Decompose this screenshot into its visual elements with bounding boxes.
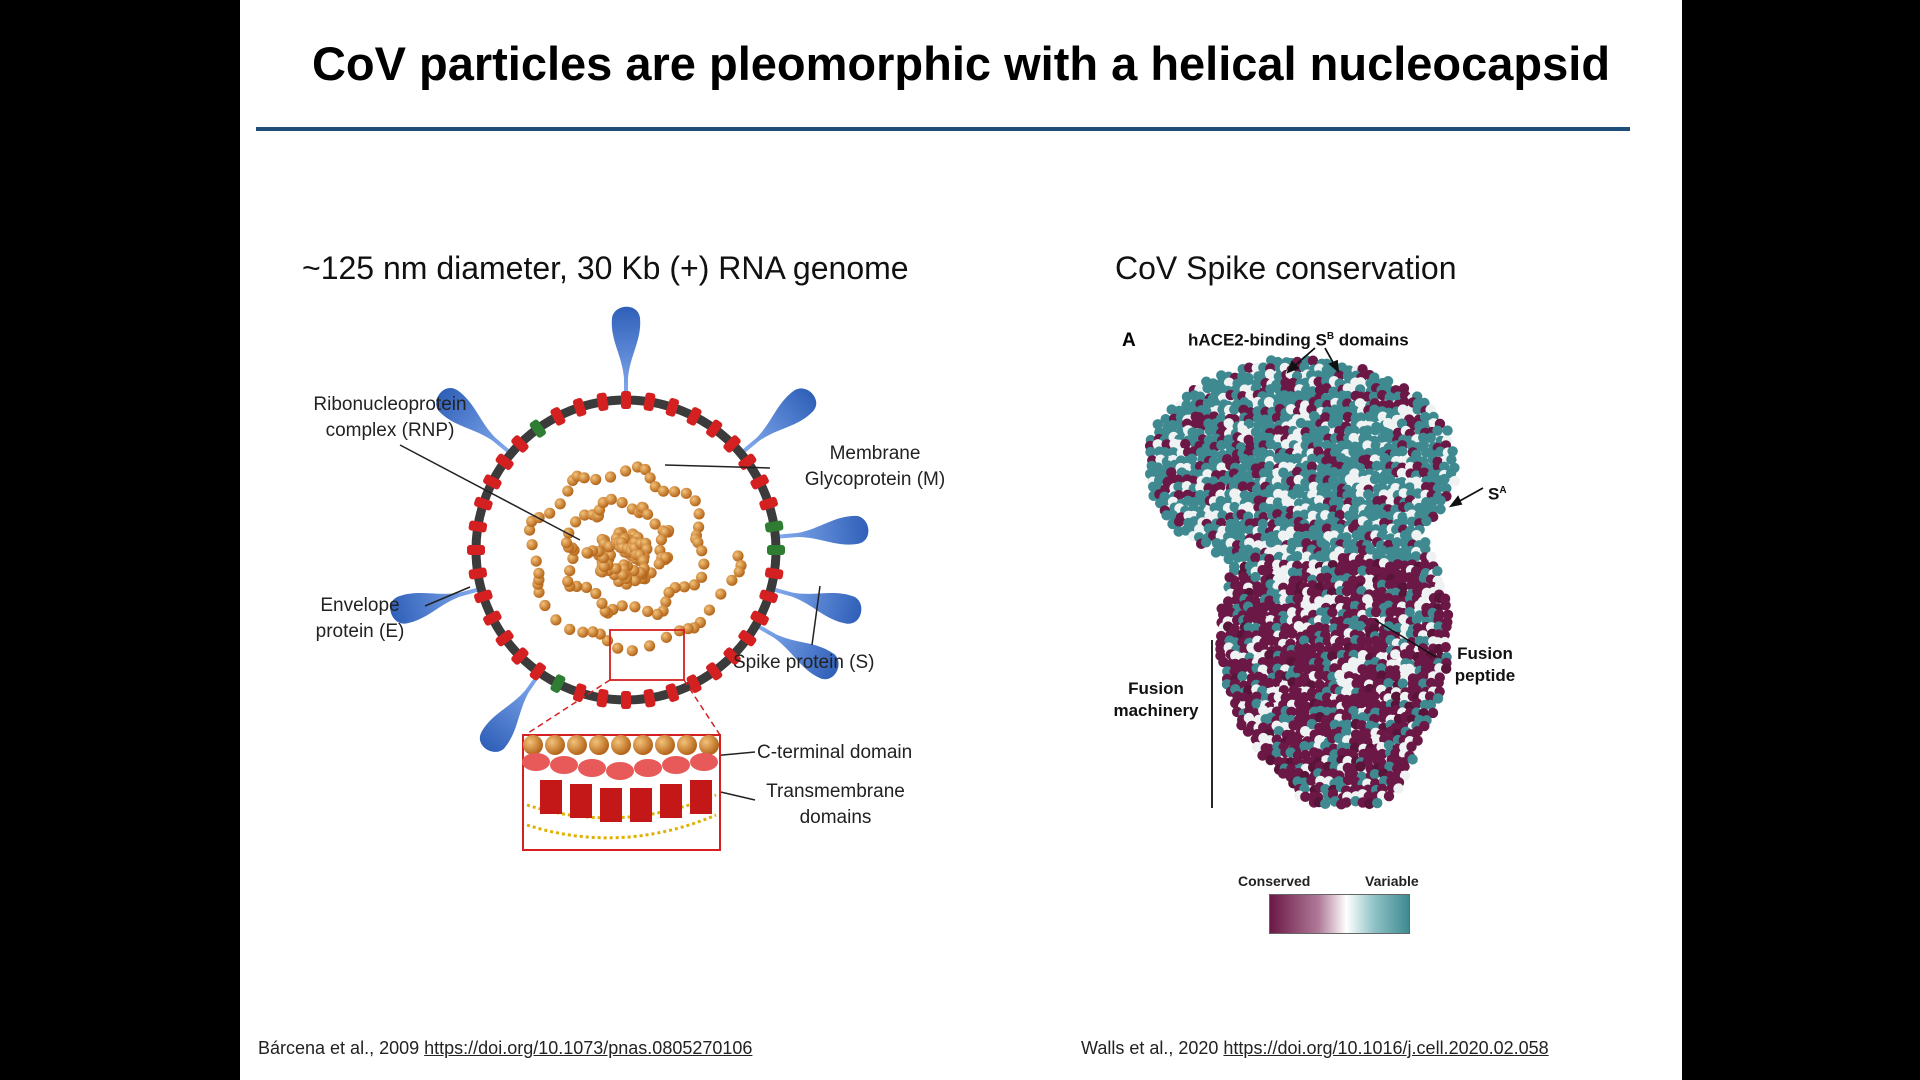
spike-trimer-surface <box>1144 355 1460 810</box>
label-hace2-binding: hACE2-binding SB domains <box>1188 330 1409 350</box>
doi-link-barcena[interactable]: https://doi.org/10.1073/pnas.0805270106 <box>424 1038 753 1058</box>
panel-letter: A <box>1122 330 1136 351</box>
virion-diagram <box>390 306 869 851</box>
label-transmembrane-domains: Transmembrane domains <box>766 781 905 828</box>
right-panel-heading: CoV Spike conservation <box>1115 250 1457 286</box>
label-c-terminal-domain: C-terminal domain <box>757 742 913 763</box>
spike-surface-render <box>1144 347 1484 810</box>
left-panel-heading: ~125 nm diameter, 30 Kb (+) RNA genome <box>302 250 909 286</box>
title-underline <box>256 127 1630 131</box>
doi-link-walls[interactable]: https://doi.org/10.1016/j.cell.2020.02.0… <box>1223 1038 1549 1058</box>
label-rnp: Ribonucleoprotein complex (RNP) <box>313 394 467 441</box>
citation-barcena: Bárcena et al., 2009 https://doi.org/10.… <box>258 1038 753 1058</box>
label-membrane-glycoprotein: Membrane Glycoprotein (M) <box>804 443 946 490</box>
conservation-color-scale <box>1269 894 1410 934</box>
slide-title: CoV particles are pleomorphic with a hel… <box>311 37 1611 90</box>
label-spike-protein: Spike protein (S) <box>733 652 875 673</box>
spike-proteins <box>390 306 869 752</box>
label-fusion-machinery: Fusion machinery <box>1113 679 1199 720</box>
zoom-region-marker <box>609 629 685 681</box>
ribonucleoprotein-coil <box>524 461 747 657</box>
label-envelope-protein: Envelope protein (E) <box>315 595 405 642</box>
label-s-a: SA <box>1488 484 1507 504</box>
scale-label-variable: Variable <box>1365 873 1419 889</box>
scale-label-conserved: Conserved <box>1238 873 1311 889</box>
citation-walls: Walls et al., 2020 https://doi.org/10.10… <box>1081 1038 1549 1058</box>
slide: CoV particles are pleomorphic with a hel… <box>240 0 1682 1080</box>
label-fusion-peptide: Fusion peptide <box>1454 644 1516 685</box>
membrane-inset <box>522 734 721 851</box>
membrane-proteins <box>467 391 785 709</box>
